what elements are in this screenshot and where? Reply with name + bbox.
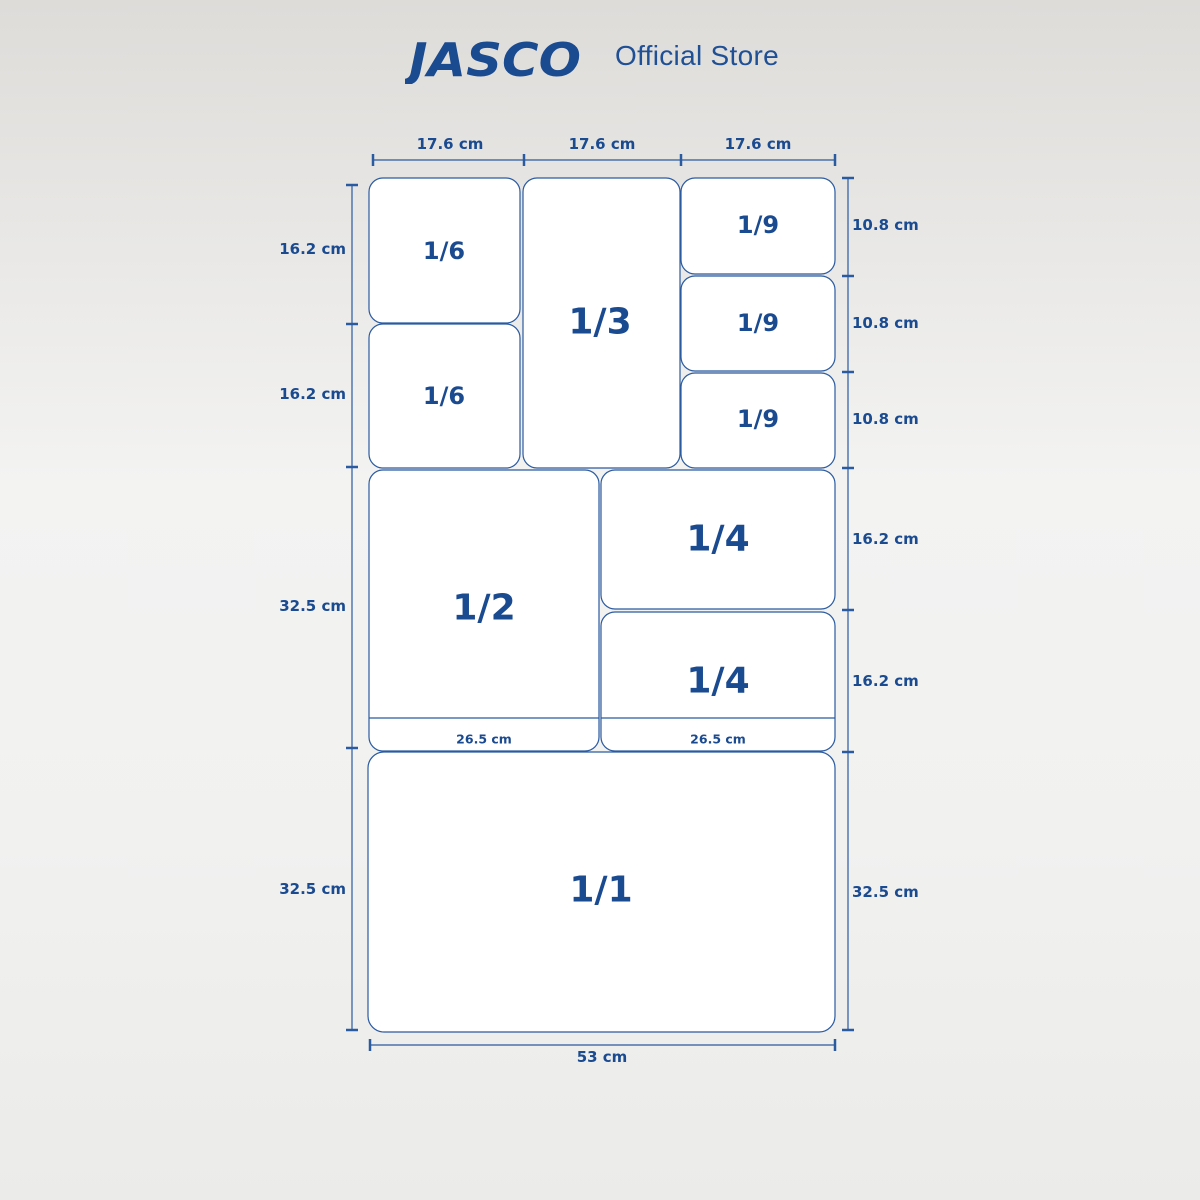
- pan-quarter-a: 1/4: [600, 469, 836, 610]
- store-label: Official Store: [615, 40, 779, 71]
- half-width-label-b: 26.5 cm: [690, 732, 746, 747]
- left-dim-label-4: 32.5 cm: [279, 880, 346, 898]
- pan-quarter-b: 1/4 26.5 cm: [600, 611, 836, 752]
- left-dim-label-3: 32.5 cm: [279, 597, 346, 615]
- jasco-logo: JASCO: [405, 34, 581, 84]
- pan-sixth-b: 1/6: [368, 323, 521, 469]
- right-dim-label-4: 16.2 cm: [852, 530, 919, 548]
- right-dim-label-2: 10.8 cm: [852, 314, 919, 332]
- left-dim-label-1: 16.2 cm: [279, 240, 346, 258]
- pan-half: 1/2 26.5 cm: [368, 469, 600, 752]
- pan-label-quarter-b: 1/4: [686, 661, 749, 702]
- pan-ninth-a: 1/9: [680, 177, 836, 275]
- pan-label-sixth-b: 1/6: [423, 382, 465, 410]
- top-dimension: 17.6 cm 17.6 cm 17.6 cm: [371, 135, 837, 166]
- right-dim-label-6: 32.5 cm: [852, 883, 919, 901]
- pan-label-quarter-a: 1/4: [686, 519, 749, 560]
- top-dim-label-2: 17.6 cm: [569, 135, 636, 153]
- pan-label-half: 1/2: [452, 588, 515, 629]
- top-dim-label-1: 17.6 cm: [417, 135, 484, 153]
- pan-third: 1/3: [522, 177, 681, 469]
- pan-label-full: 1/1: [569, 870, 632, 911]
- pan-label-third: 1/3: [568, 302, 631, 343]
- pan-ninth-b: 1/9: [680, 275, 836, 372]
- left-dim-label-2: 16.2 cm: [279, 385, 346, 403]
- right-dimension: 10.8 cm 10.8 cm 10.8 cm 16.2 cm 16.2 cm …: [842, 176, 919, 1032]
- half-width-label-a: 26.5 cm: [456, 732, 512, 747]
- bottom-dimension: 53 cm: [368, 1039, 837, 1066]
- pan-ninth-c: 1/9: [680, 372, 836, 469]
- pan-label-ninth-a: 1/9: [737, 211, 779, 239]
- pan-full: 1/1: [367, 751, 836, 1033]
- top-dim-label-3: 17.6 cm: [725, 135, 792, 153]
- left-dimension: 16.2 cm 16.2 cm 32.5 cm 32.5 cm: [279, 183, 358, 1032]
- pan-sixth-a: 1/6: [368, 177, 521, 324]
- pan-label-ninth-b: 1/9: [737, 309, 779, 337]
- right-dim-label-3: 10.8 cm: [852, 410, 919, 428]
- right-dim-label-1: 10.8 cm: [852, 216, 919, 234]
- bottom-dim-label: 53 cm: [577, 1048, 628, 1066]
- pan-label-sixth-a: 1/6: [423, 237, 465, 265]
- header: JASCO Official Store: [0, 28, 1200, 88]
- pan-label-ninth-c: 1/9: [737, 405, 779, 433]
- right-dim-label-5: 16.2 cm: [852, 672, 919, 690]
- logo-text: JASCO: [405, 34, 581, 84]
